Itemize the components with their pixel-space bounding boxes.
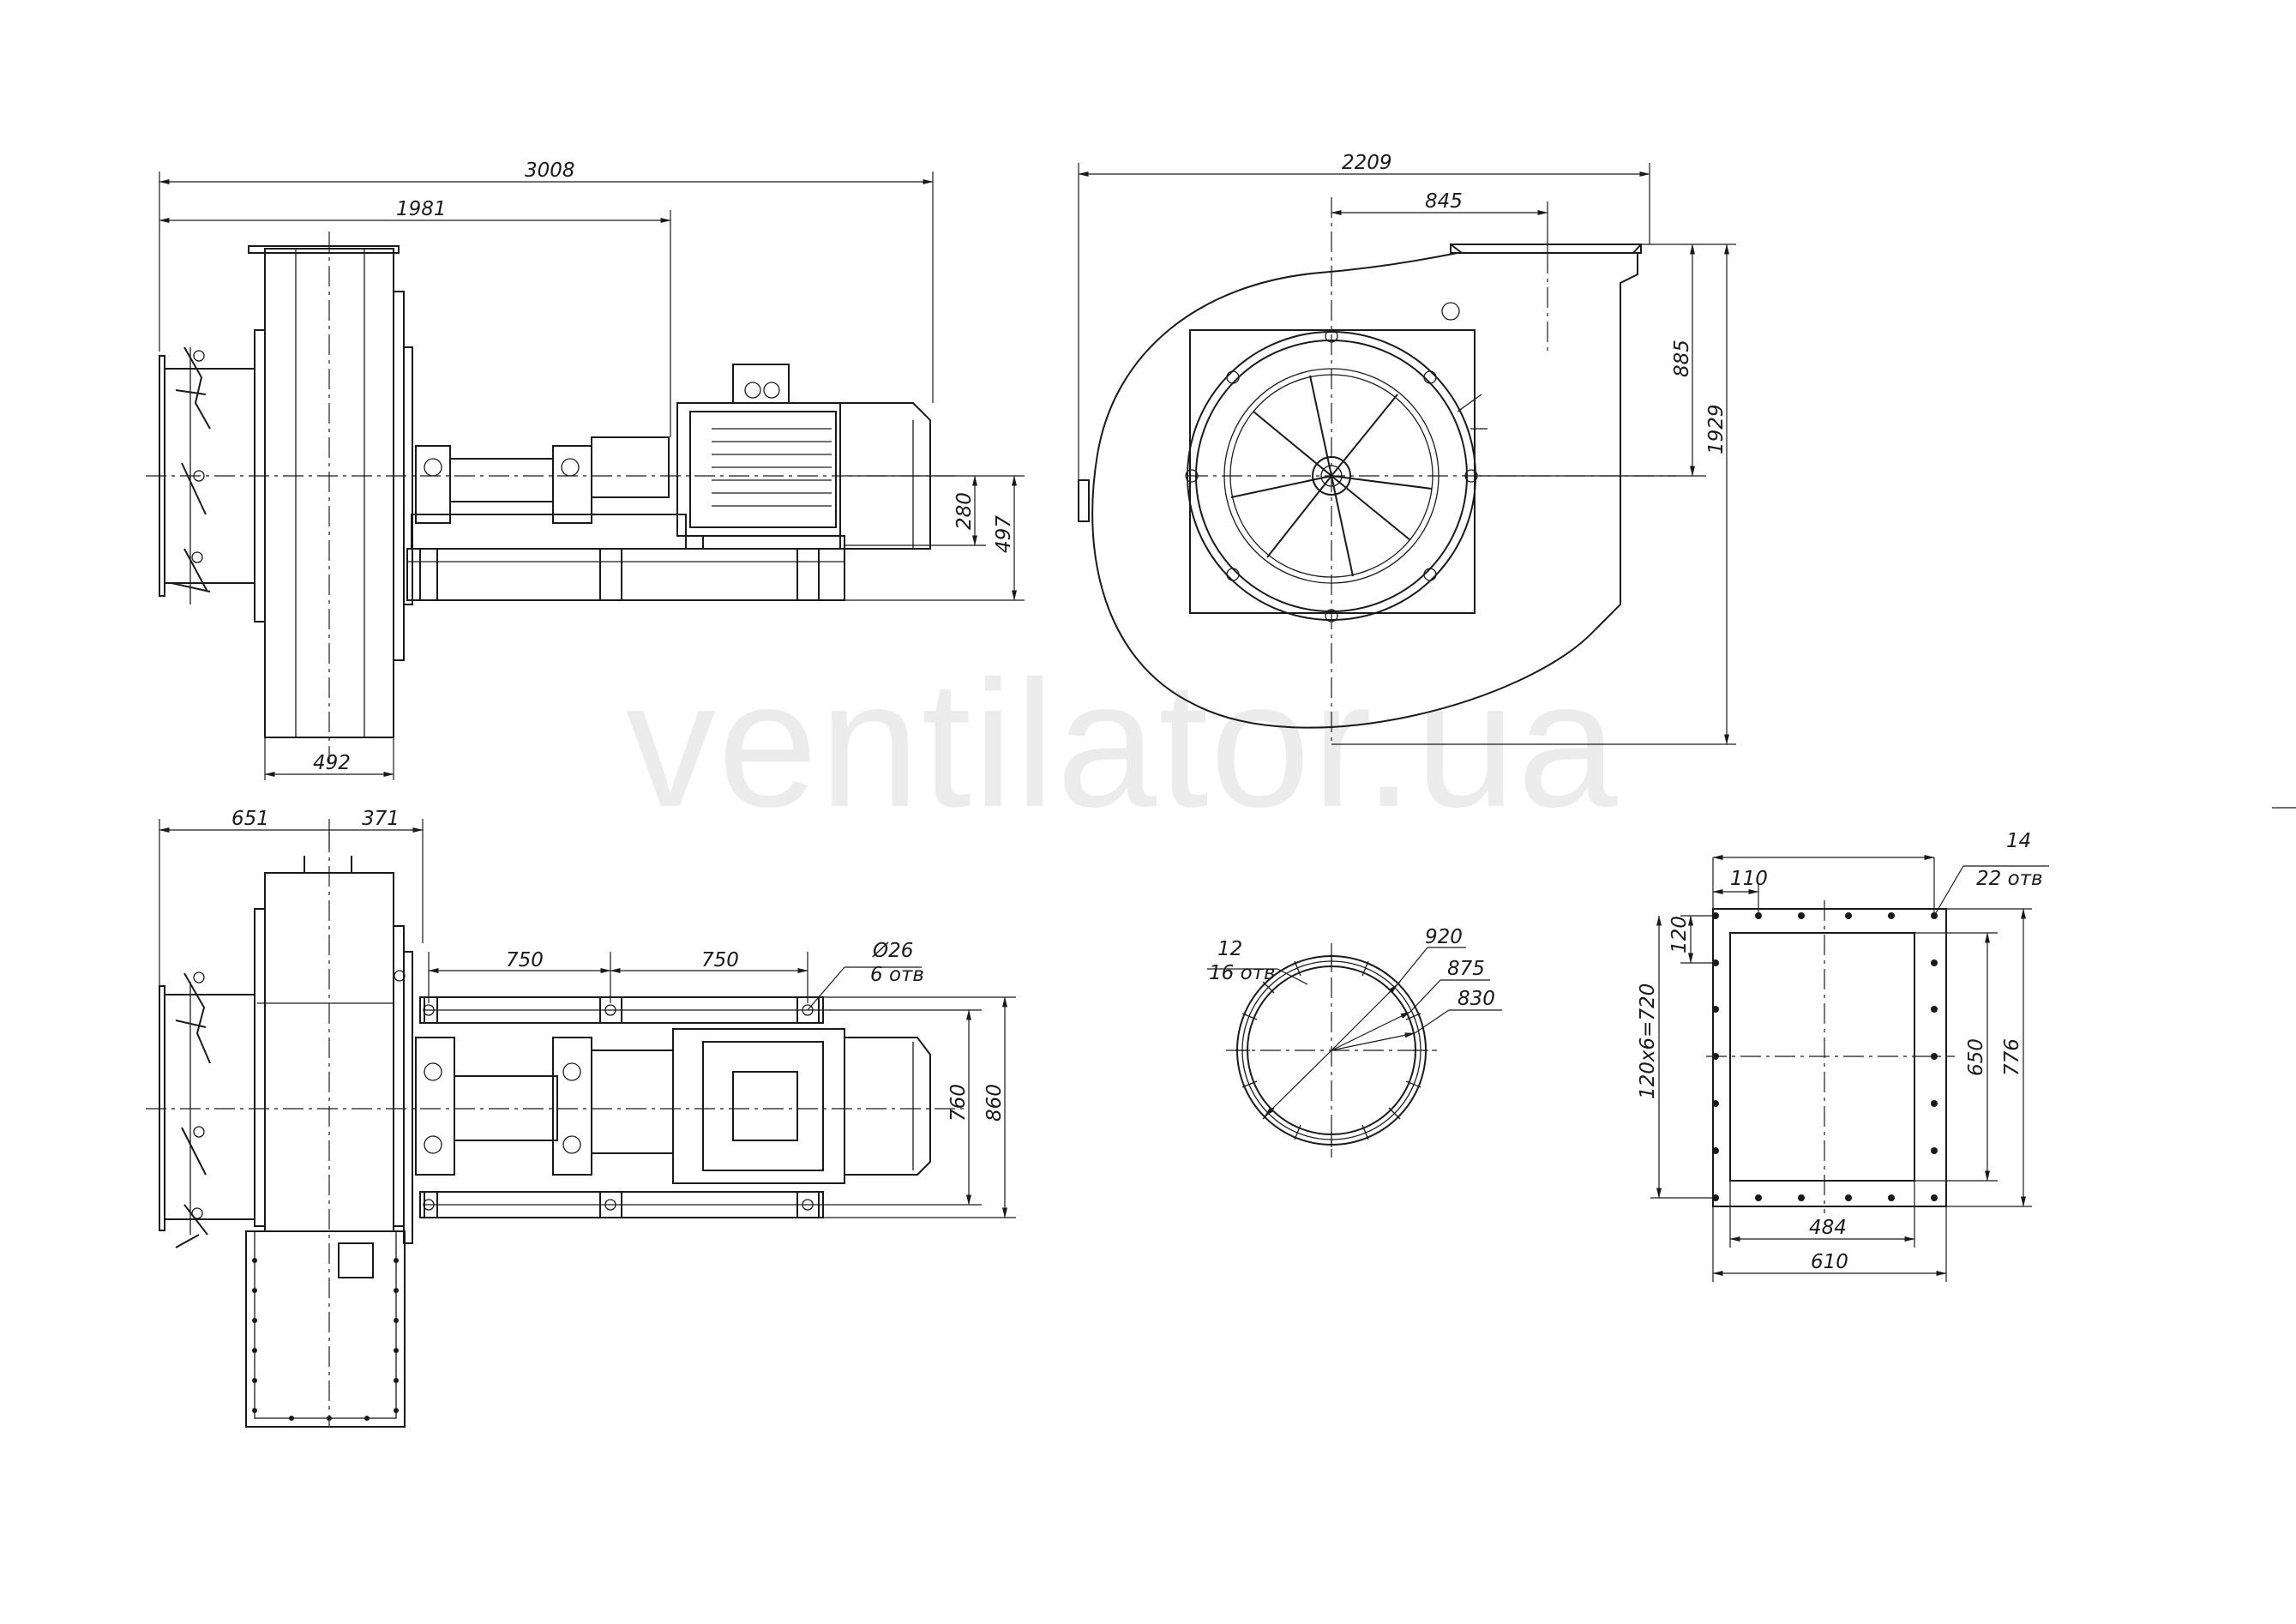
dim-edge: 120 — [1668, 916, 1691, 953]
side-view: 3008 1981 280 497 492 — [146, 159, 1025, 780]
damper-handle-icon — [171, 346, 211, 592]
dim-pitch: 110 — [1730, 868, 1768, 890]
inlet-flange-holes — [1235, 953, 1428, 1147]
dim-row-spacing: 120x6=720 — [1637, 983, 1659, 1099]
dim-frame-outer: 860 — [983, 1084, 1006, 1122]
dim-frame-span-1: 750 — [506, 949, 544, 971]
dim-inlet-width: 492 — [313, 752, 351, 774]
dim-to-motor-end: 1981 — [396, 198, 447, 220]
dim-overall-height: 1929 — [1705, 404, 1728, 454]
dim-frame-inner: 760 — [947, 1084, 970, 1122]
hole-dia-label: Ø26 — [872, 940, 913, 962]
impeller-bolts — [1185, 329, 1478, 623]
dim-overall-width: 2209 — [1342, 152, 1392, 174]
damper-handle-icon — [175, 971, 211, 1248]
dim-base-height: 497 — [993, 515, 1015, 553]
front-view: 2209 845 885 1929 — [1078, 152, 1736, 746]
dim-inlet-offset: 651 — [231, 808, 269, 830]
inlet-flange-view: 920 875 830 12 16 отв — [1207, 926, 1502, 1158]
impeller-blades — [1230, 375, 1433, 577]
inlet-hole-dia: 12 — [1217, 938, 1242, 960]
outlet-hole-count: 22 отв — [1976, 868, 2043, 890]
dim-casing-half: 371 — [362, 808, 400, 830]
dim-frame-span-2: 750 — [701, 949, 739, 971]
hole-count-label: 6 отв — [870, 964, 924, 986]
plan-view: 651 371 750 750 Ø26 6 отв 760 860 — [146, 808, 1016, 1428]
dim-shaft-height: 280 — [953, 492, 976, 530]
dim-d-outer: 920 — [1425, 926, 1463, 948]
dim-d-bolt: 875 — [1447, 958, 1485, 980]
dim-outlet-height: 885 — [1671, 340, 1693, 377]
dim-d-inner: 830 — [1458, 988, 1495, 1010]
frame-mount-holes — [423, 1004, 814, 1211]
inlet-hole-count: 16 отв — [1209, 962, 1276, 984]
outlet-flange-holes — [1712, 912, 1938, 1201]
outlet-flange-view: 110 14 22 отв 120 120x6=720 650 776 484 … — [1637, 830, 2049, 1282]
dim-outlet-offset: 845 — [1425, 190, 1463, 213]
dim-inner-width: 484 — [1809, 1217, 1847, 1239]
dim-inner-height: 650 — [1965, 1038, 1987, 1076]
outlet-duct-bolts — [252, 1258, 399, 1421]
dim-outer-height: 776 — [2001, 1038, 2023, 1076]
outlet-hole-dia: 14 — [2006, 830, 2031, 852]
dim-outer-width: 610 — [1811, 1251, 1848, 1273]
dim-overall-length: 3008 — [525, 159, 575, 182]
motor-fins — [712, 428, 832, 507]
